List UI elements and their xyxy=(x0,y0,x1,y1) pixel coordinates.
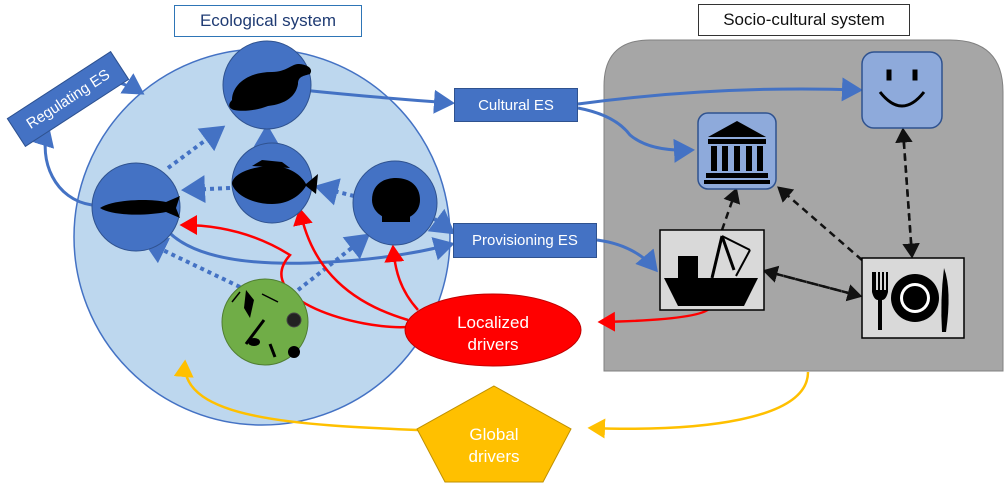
seal-node xyxy=(222,40,312,130)
flow-cultural-to-smiley xyxy=(577,77,863,106)
institution-node xyxy=(697,112,777,190)
plankton-icon xyxy=(231,290,302,358)
mussel-node xyxy=(352,160,438,246)
fish-node xyxy=(231,142,318,224)
plate-cutlery-icon xyxy=(872,268,949,332)
flow-fish-to-regulating xyxy=(31,125,93,207)
trophic-link xyxy=(426,208,456,235)
localized-drivers-line1: Localized xyxy=(457,313,529,332)
socio-links xyxy=(720,127,920,302)
plate-node xyxy=(861,257,965,339)
driver-to-herring xyxy=(179,215,409,329)
smiley-icon xyxy=(878,69,926,108)
localized-drivers-oval xyxy=(404,293,582,367)
trophic-link xyxy=(314,178,355,206)
global-drivers-label: Global drivers xyxy=(424,424,564,468)
fish-icon xyxy=(232,160,318,204)
flow-cultural-to-institution xyxy=(577,106,695,163)
global-to-ecological xyxy=(173,359,419,432)
service-flows xyxy=(31,73,863,273)
herring-node xyxy=(91,162,181,252)
driver-to-fish xyxy=(293,207,409,322)
trophic-link xyxy=(166,125,226,170)
fishing-boat-icon xyxy=(664,235,758,306)
flow-seal-to-cultural xyxy=(301,88,455,114)
provisioning-es-box: Provisioning ES xyxy=(453,223,597,258)
localized-drivers-label: Localized drivers xyxy=(425,312,561,356)
localized-driver-flows xyxy=(179,207,711,332)
seal-icon xyxy=(229,64,312,111)
trophic-link xyxy=(142,238,241,289)
ecological-system-title: Ecological system xyxy=(174,5,362,37)
herring-icon xyxy=(100,196,180,218)
socio-to-global xyxy=(587,371,810,439)
mussel-icon xyxy=(372,178,420,222)
localized-drivers-line2: drivers xyxy=(467,335,519,354)
global-drivers-line2: drivers xyxy=(468,447,520,466)
plate-to-smiley xyxy=(895,127,914,257)
boat-to-plate xyxy=(764,269,863,302)
global-drivers-line1: Global xyxy=(469,425,519,444)
global-drivers-pentagon xyxy=(416,385,572,483)
institution-icon xyxy=(704,121,770,184)
driver-to-mussel xyxy=(384,244,419,311)
plate-to-institution xyxy=(777,186,863,261)
global-driver-flows xyxy=(173,359,810,439)
plankton-node xyxy=(221,278,309,366)
cultural-es-box: Cultural ES xyxy=(454,88,578,122)
flow-provisioning-to-boat xyxy=(596,238,658,273)
socio-cultural-system-title: Socio-cultural system xyxy=(698,4,910,36)
boat-node xyxy=(659,229,765,311)
smiley-node xyxy=(861,51,943,129)
flow-herring-to-provisioning xyxy=(163,227,455,265)
